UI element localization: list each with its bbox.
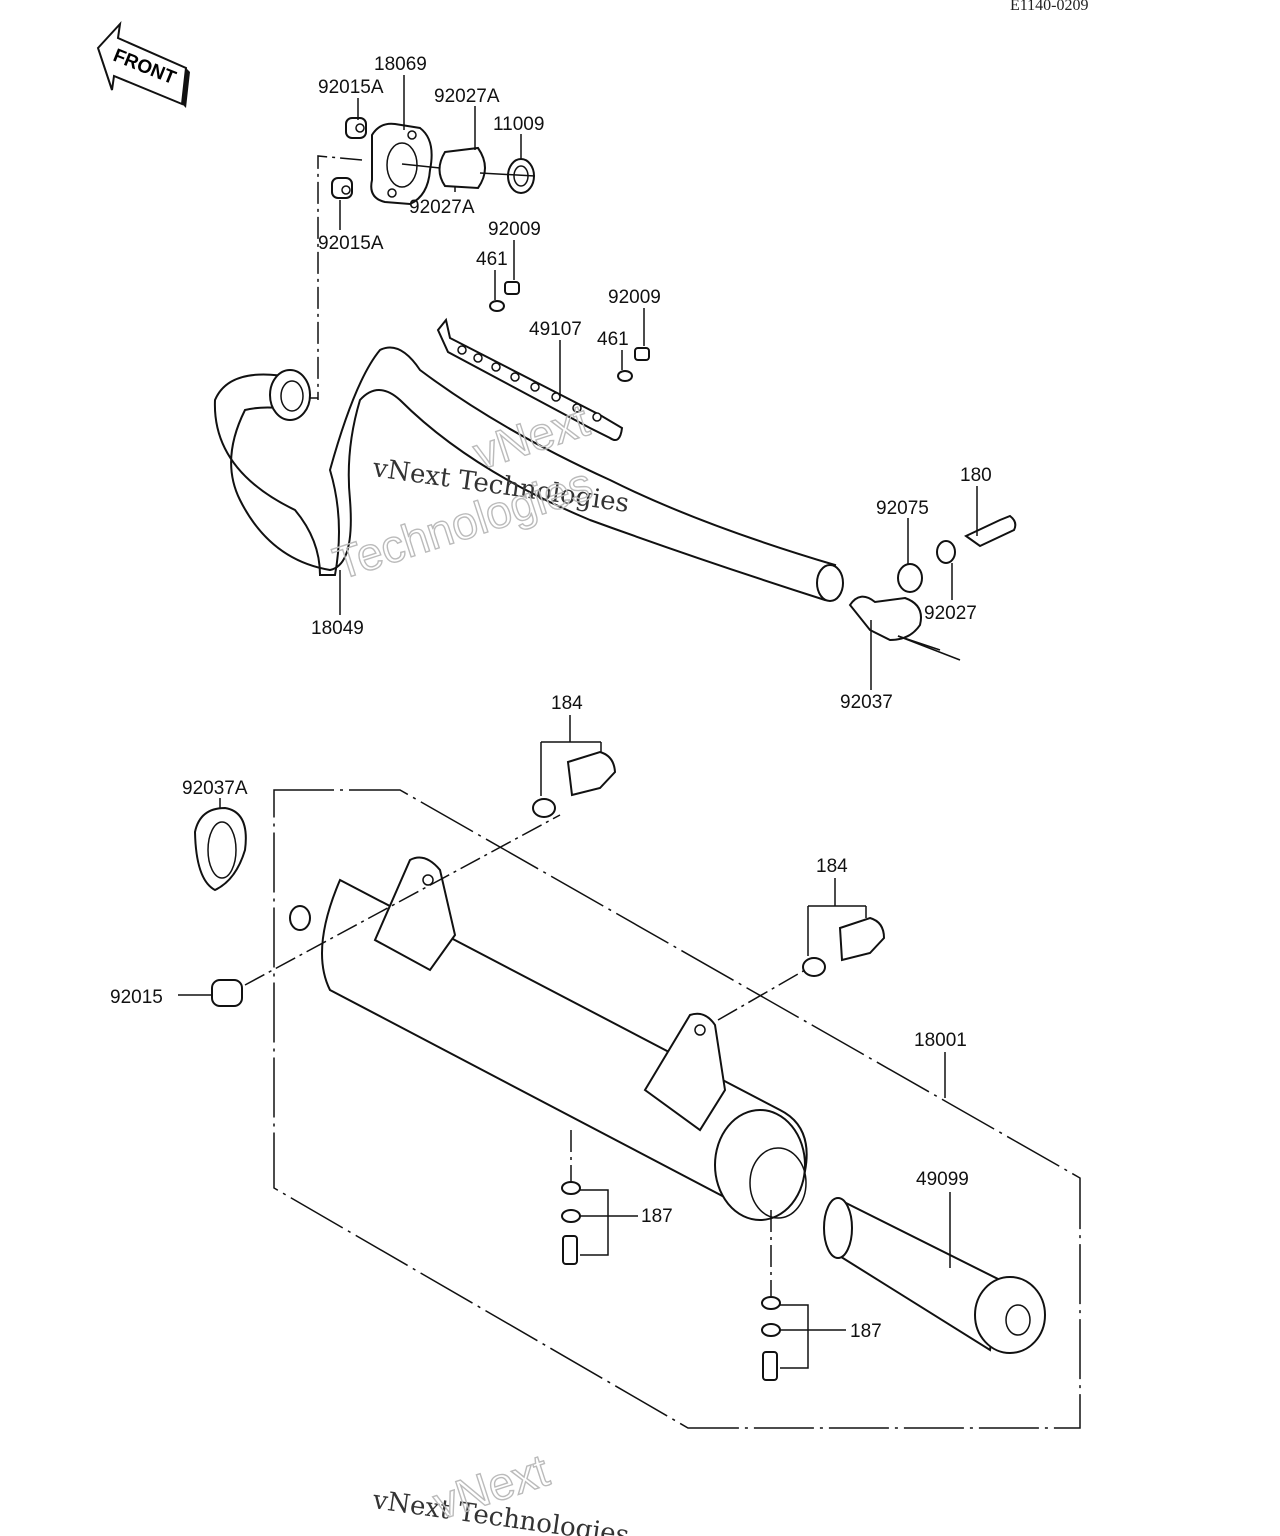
part-label-92075: 92075 <box>876 498 929 519</box>
tail-pipe <box>823 1197 1046 1354</box>
part-label-18049: 18049 <box>311 618 364 639</box>
front-arrow-icon: FRONT <box>96 20 190 108</box>
part-label-18069: 18069 <box>374 54 427 75</box>
part-label-92015: 92015 <box>110 987 163 1008</box>
muffler <box>289 856 808 1221</box>
part-label-92037: 92037 <box>840 692 893 713</box>
part-label-92015A-bottom: 92015A <box>318 233 384 254</box>
part-label-187-b: 187 <box>850 1321 882 1342</box>
heat-guard-bracket <box>436 281 650 441</box>
part-label-92037A: 92037A <box>182 778 248 799</box>
part-label-461-a: 461 <box>476 249 508 270</box>
part-label-49099: 49099 <box>916 1169 969 1190</box>
part-label-187-a: 187 <box>641 1206 673 1227</box>
pipe-clamp-assembly <box>848 514 1017 661</box>
part-label-184-a: 184 <box>551 693 583 714</box>
hardware <box>193 750 886 1381</box>
part-label-92009-b: 92009 <box>608 287 661 308</box>
part-label-18001: 18001 <box>914 1030 967 1051</box>
flange-assembly <box>331 117 536 206</box>
assembly-outline <box>273 789 1081 1429</box>
header-pipe <box>213 346 844 602</box>
part-label-92027A-top: 92027A <box>434 86 500 107</box>
part-label-461-b: 461 <box>597 329 629 350</box>
part-label-184-b: 184 <box>816 856 848 877</box>
part-label-11009: 11009 <box>493 114 544 135</box>
part-label-180: 180 <box>960 465 992 486</box>
part-label-92015A-top: 92015A <box>318 77 384 98</box>
part-label-49107: 49107 <box>529 319 582 340</box>
part-label-92009-a: 92009 <box>488 219 541 240</box>
leader-lines <box>178 75 978 1369</box>
diagram-code: E1140-0209 <box>1010 0 1089 14</box>
part-label-92027A-bottom: 92027A <box>409 197 475 218</box>
part-label-92027: 92027 <box>924 603 977 624</box>
